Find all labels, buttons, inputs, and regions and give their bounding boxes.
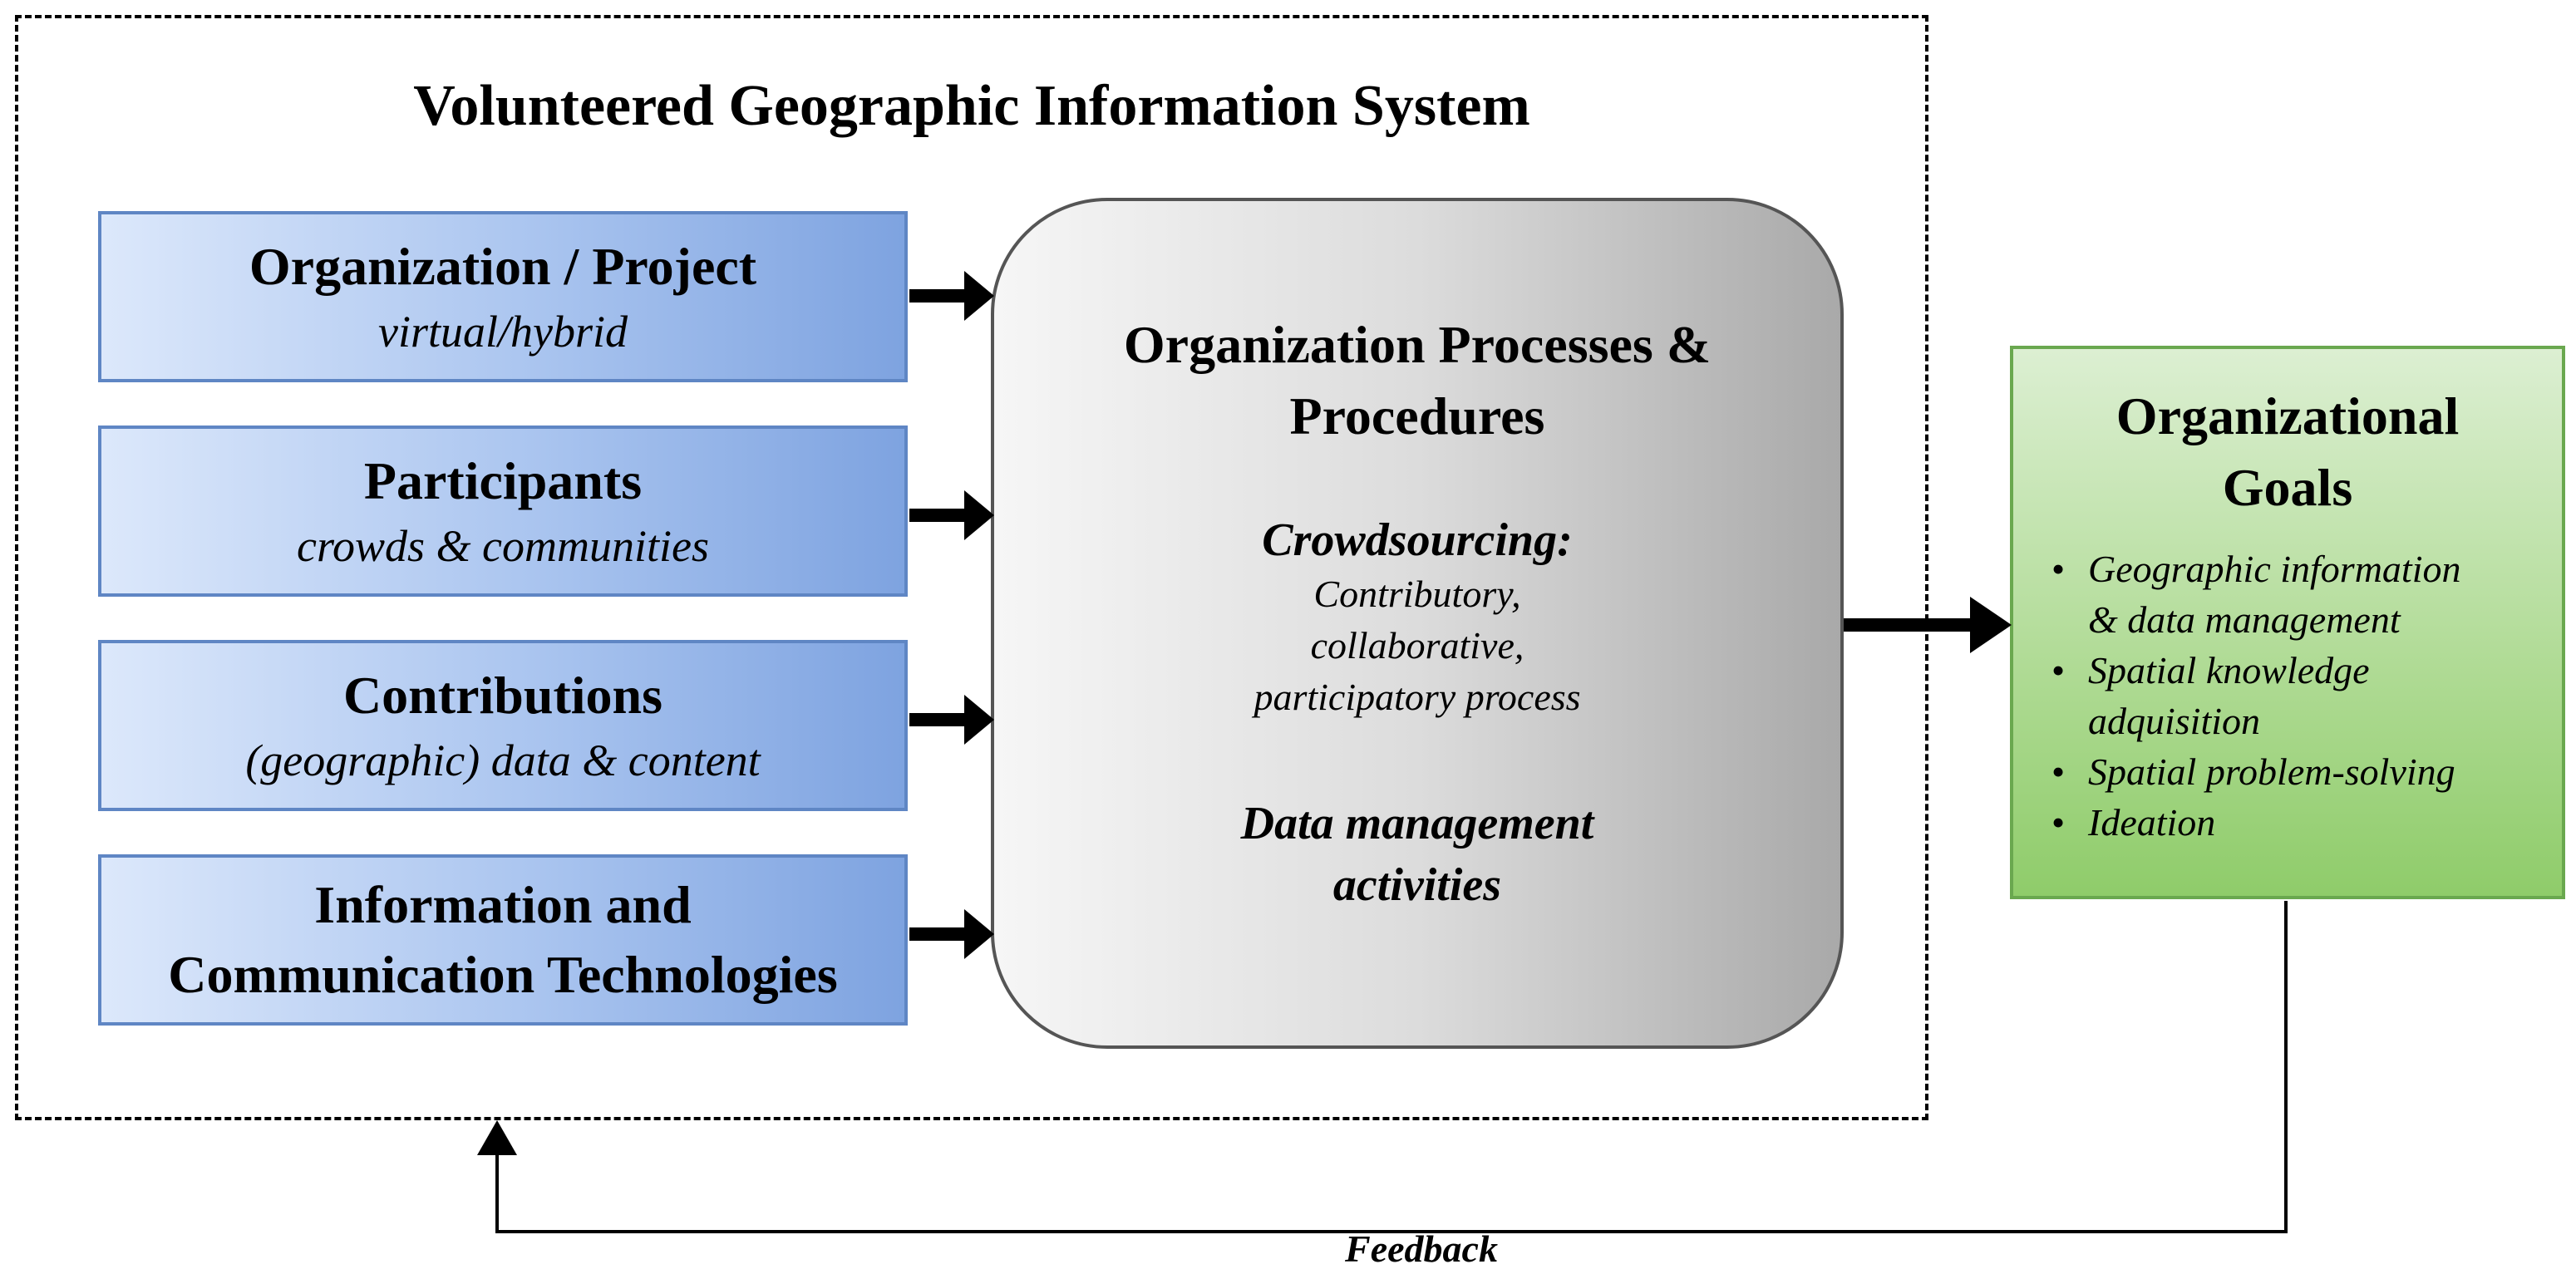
bullet-icon: • [2051, 801, 2066, 844]
contributions-title: Contributions [342, 666, 663, 725]
process-title-line2: Procedures [1289, 386, 1545, 445]
arrowhead-icon [964, 490, 994, 540]
arrowhead-icon [964, 695, 994, 745]
crowdsourcing-line-2: collaborative, [1310, 624, 1524, 667]
bullet-icon: • [2051, 649, 2066, 691]
goal-text-line: Ideation [2088, 801, 2216, 844]
crowdsourcing-line-1: Contributory, [1313, 573, 1521, 615]
input-arrows [909, 271, 994, 959]
goal-item: • Geographic information & data manageme… [2047, 544, 2562, 645]
bullet-icon: • [2051, 750, 2066, 793]
goal-text-line: Spatial problem-solving [2088, 750, 2455, 793]
feedback-loop-line [495, 901, 2288, 1233]
goal-item: • Ideation [2047, 797, 2562, 848]
goal-text-line: adquisition [2088, 700, 2261, 742]
ict-box: Information and Communication Technologi… [98, 854, 908, 1026]
goals-title-line1: Organizational [2115, 386, 2460, 445]
participants-subtitle: crowds & communities [297, 521, 709, 571]
goals-title-line2: Goals [2222, 458, 2353, 517]
process-title: Organization Processes & Procedures [994, 309, 1840, 452]
ict-title-line2: Communication Technologies [168, 945, 838, 1004]
crowdsourcing-title: Crowdsourcing: [1262, 514, 1573, 566]
goal-item: • Spatial problem-solving [2047, 746, 2562, 797]
participants-title: Participants [363, 451, 643, 510]
contributions-subtitle: (geographic) data & content [245, 735, 761, 785]
goals-list: • Geographic information & data manageme… [2047, 544, 2562, 848]
participants-box: Participants crowds & communities [98, 426, 908, 597]
crowdsourcing-description: Contributory, collaborative, participato… [994, 568, 1840, 723]
arrowhead-icon [964, 909, 994, 959]
goal-text-line: Spatial knowledge [2088, 649, 2370, 691]
organizational-goals-box: Organizational Goals • Geographic inform… [2010, 346, 2565, 899]
bullet-icon: • [2051, 548, 2066, 590]
data-management-line1: Data management [1240, 798, 1594, 849]
goal-text-line: Geographic information [2088, 548, 2461, 590]
ict-title-line1: Information and [314, 875, 692, 934]
crowdsourcing-line-3: participatory process [1254, 676, 1581, 718]
goals-title: Organizational Goals [2013, 381, 2562, 524]
process-title-line1: Organization Processes & [1123, 315, 1712, 374]
goal-item: • Spatial knowledge adquisition [2047, 645, 2562, 746]
system-title: Volunteered Geographic Information Syste… [413, 74, 1530, 138]
arrowhead-icon [964, 271, 994, 321]
organization-project-title: Organization / Project [249, 237, 757, 296]
arrowhead-icon [477, 1120, 517, 1155]
feedback-label: Feedback [1345, 1227, 1498, 1270]
organization-project-subtitle: virtual/hybrid [378, 307, 628, 357]
data-management-line2: activities [1332, 859, 1502, 911]
arrowhead-icon [1970, 597, 2012, 653]
organization-project-box: Organization / Project virtual/hybrid [98, 211, 908, 382]
system-boundary [15, 15, 1928, 1120]
process-box: Organization Processes & Procedures Crow… [991, 198, 1844, 1049]
goal-text-line: & data management [2088, 598, 2401, 641]
data-management-activities: Data management activities [994, 793, 1840, 916]
contributions-box: Contributions (geographic) data & conten… [98, 640, 908, 811]
